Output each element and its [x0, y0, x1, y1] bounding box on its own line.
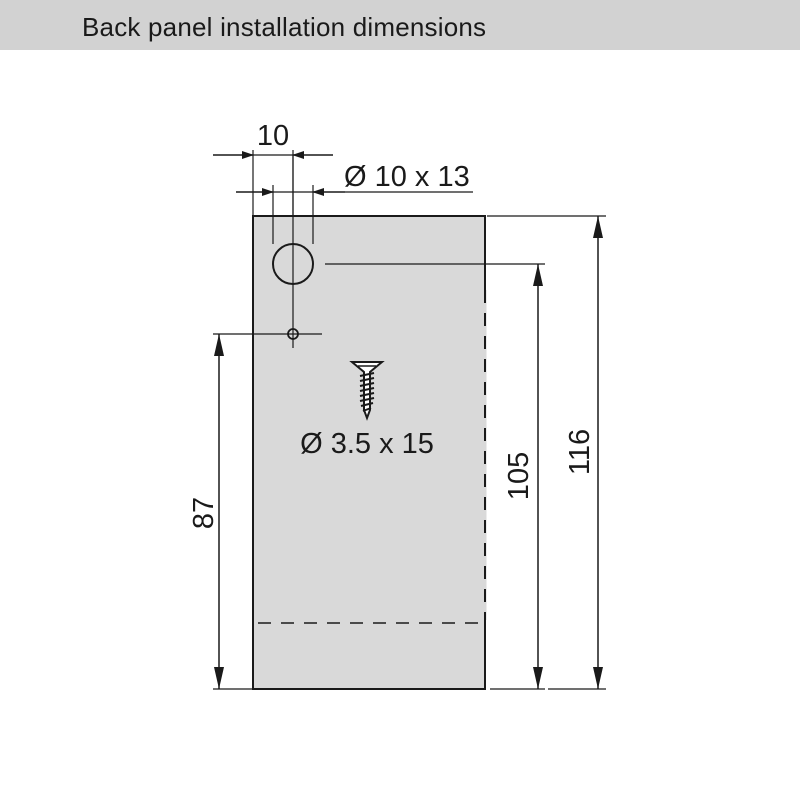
dim-116-arrow-top: [593, 216, 603, 238]
dim-105-arrow-top: [533, 264, 543, 286]
header-bar: Back panel installation dimensions: [0, 0, 800, 50]
dim-116-arrow-bottom: [593, 667, 603, 689]
dim-105-label: 105: [503, 452, 535, 500]
page-title: Back panel installation dimensions: [82, 12, 487, 42]
back-panel-outline: [252, 215, 486, 690]
dim-105-arrow-bottom: [533, 667, 543, 689]
screw-icon: [349, 361, 385, 421]
dim-10-label: 10: [257, 120, 289, 152]
dim-116-label: 116: [564, 429, 596, 475]
dim-87-arrow-bottom: [214, 667, 224, 689]
dim-87-label: 87: [188, 497, 220, 529]
screw-spec-label: Ø 3.5 x 15: [300, 428, 434, 460]
hole-spec-label: Ø 10 x 13: [344, 161, 470, 193]
dim-87-arrow-top: [214, 334, 224, 356]
